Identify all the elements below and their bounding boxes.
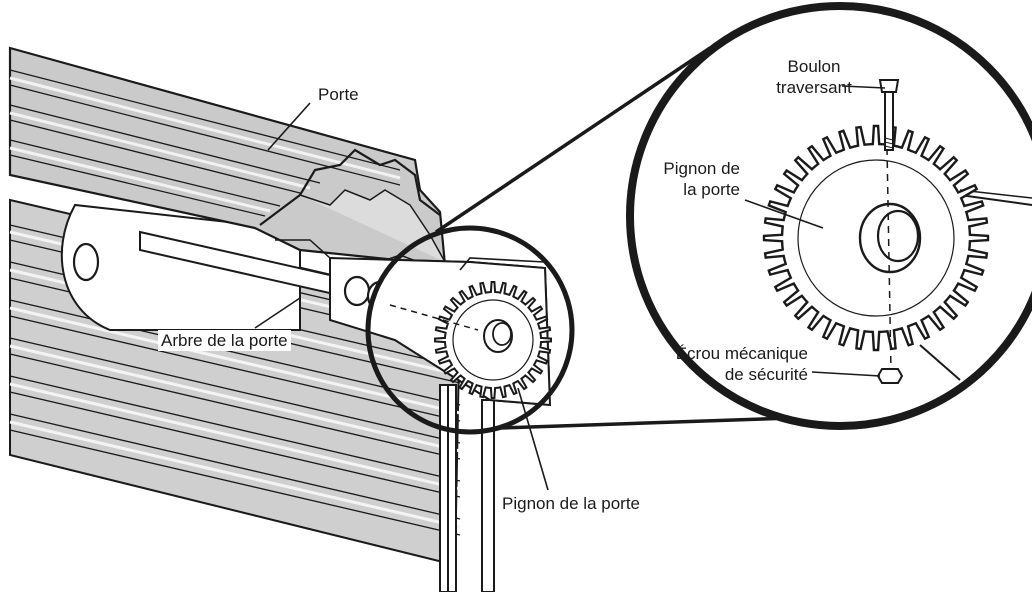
- ecrou-line-2: de sécurité: [724, 365, 808, 384]
- label-pignon-de-la-porte-large: Pignon de la porte: [620, 158, 740, 200]
- door-panel-top: [8, 46, 447, 271]
- boulon-line-2: traversant: [776, 78, 852, 97]
- label-ecrou-mecanique: Écrou mécanique de sécurité: [612, 343, 808, 385]
- door-drum: [60, 203, 301, 331]
- through-bolt: [878, 79, 900, 373]
- magnifier-tangents: [435, 46, 793, 430]
- ecrou-line-1: Écrou mécanique: [675, 344, 808, 363]
- leader-lines: [254, 85, 886, 491]
- small-sprocket: [389, 281, 552, 399]
- safety-nut: [876, 368, 904, 384]
- boulon-line-1: Boulon: [787, 57, 841, 76]
- label-boulon-traversant: Boulon traversant: [762, 56, 866, 98]
- large-sprocket: [762, 124, 990, 352]
- pignon-large-line-1: Pignon de: [663, 159, 740, 178]
- pignon-large-line-2: la porte: [683, 180, 740, 199]
- label-arbre-de-la-porte: Arbre de la porte: [158, 330, 291, 351]
- label-pignon-de-la-porte-small: Pignon de la porte: [502, 493, 640, 514]
- door-track: [439, 384, 495, 592]
- label-porte: Porte: [318, 84, 359, 105]
